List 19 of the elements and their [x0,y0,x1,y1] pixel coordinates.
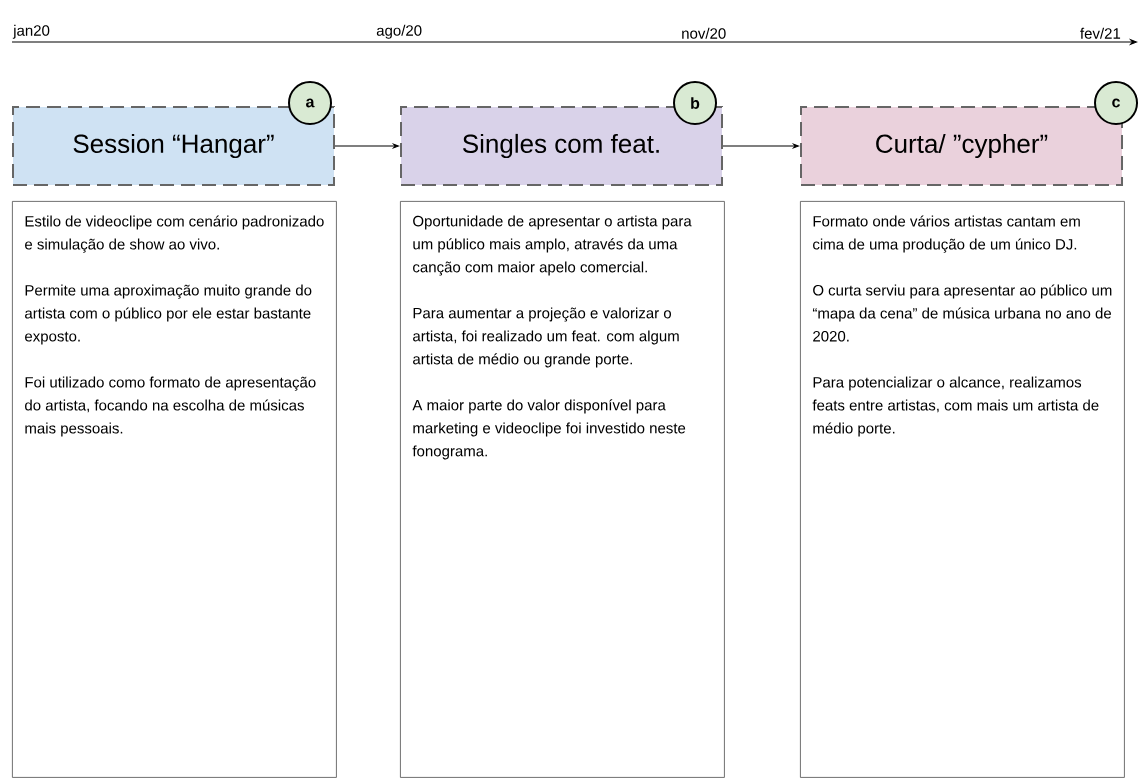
letter-badge: a [288,81,332,125]
text-box [800,201,1125,778]
description-text: Para aumentar a projeção e valorizar o artista, foi realizado um feat. com algum artista de médio ou grande porte. [413,307,679,368]
letter-badge: b [673,81,717,125]
text-box [400,201,725,778]
description-text: A maior parte do valor disponível para marketing e videoclipe foi investido neste fonograma. [412,399,686,460]
description-text: Oportunidade de apresentar o artista para um público mais amplo, através da uma canção com maior apelo comercial. [413,215,692,276]
description-text: Estilo de videoclipe com cenário padronizado e simulação de show ao vivo. [25,215,324,253]
date-label: nov/20 [682,27,726,39]
description-text: Permite uma aproximação muito grande do artista com o público por ele estar bastante exposto. [25,284,312,345]
letter-badge: c [1094,81,1138,125]
description-text: Para potencializar o alcance, realizamos feats entre artistas, com mais um artista de médio porte. [812,376,1099,437]
text-box [12,201,337,778]
date-label: ago/20 [376,24,422,39]
description-text: Formato onde vários artistas cantam em cima de uma produção de um único DJ. [813,215,1080,253]
description-text: Foi utilizado como formato de apresentação do artista, focando na escolha de músicas mais pessoais. [25,376,316,437]
date-label: jan20 [12,24,50,39]
date-label: fev/21 [1080,27,1121,39]
description-text: O curta serviu para apresentar ao público um “mapa da cena” de música urbana no ano de 2020. [812,284,1112,342]
